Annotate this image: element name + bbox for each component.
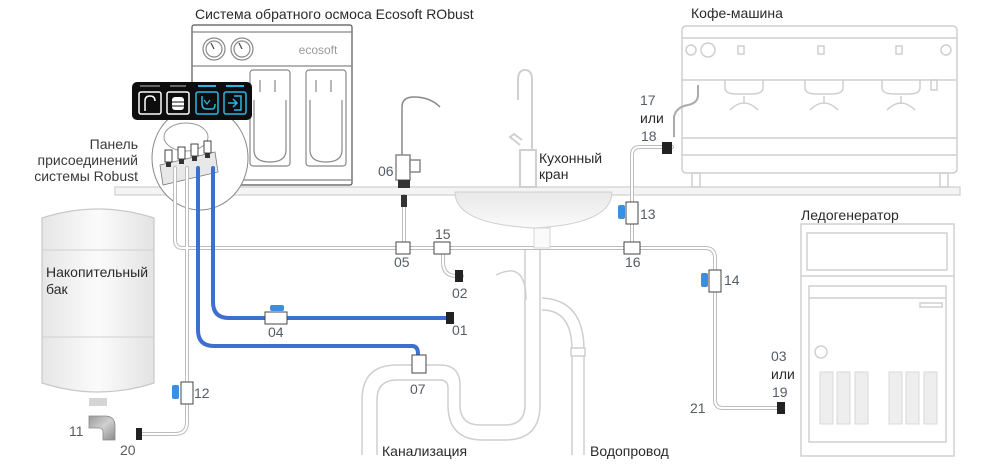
connector-17-18	[662, 142, 672, 154]
port-inlet	[223, 91, 247, 115]
part-number-14: 14	[724, 272, 740, 288]
part-number-11: 11	[69, 423, 84, 439]
part-number-01: 01	[452, 322, 468, 338]
ball-valve-13[interactable]	[618, 201, 639, 225]
part-number-12: 12	[194, 385, 210, 401]
tee-16	[623, 241, 641, 255]
part-number-03: 03	[771, 348, 787, 364]
port-pure-water	[138, 91, 162, 115]
connector-01	[446, 312, 454, 324]
water-supply-pipe	[541, 297, 586, 455]
port-tank	[166, 91, 190, 115]
coffee-inlet-hose	[673, 85, 699, 137]
blue-tubing[interactable]	[196, 166, 450, 356]
part-number-15: 15	[435, 226, 451, 242]
coffee-machine	[681, 25, 958, 188]
storage-tank	[41, 208, 155, 406]
part-number-19: 19	[772, 384, 788, 400]
ice-maker-label: Ледогенератор	[801, 207, 899, 223]
kitchen-faucet-label-1: Кухонный	[539, 150, 603, 166]
ball-valve-14[interactable]	[701, 269, 722, 293]
drain-clamp-07	[411, 354, 427, 374]
tee-15	[433, 241, 451, 255]
storage-tank-label-1: Накопительный	[46, 264, 149, 280]
kitchen-faucet-label-2: кран	[539, 166, 569, 182]
connection-panel	[132, 82, 252, 120]
ro-system-title: Система обратного осмоса Ecosoft RObust	[195, 6, 474, 22]
part-number-06: 06	[378, 163, 394, 179]
coffee-machine-label: Кофе-машина	[691, 5, 783, 21]
part-number-04: 04	[268, 324, 284, 340]
storage-tank-label-2: бак	[46, 281, 68, 297]
connection-panel-label-2: присоединений	[37, 152, 139, 168]
part-number-21: 21	[690, 400, 706, 416]
ro-faucet	[395, 96, 441, 207]
kitchen-sink	[454, 191, 613, 249]
ball-valve-04[interactable]	[264, 305, 288, 325]
sewer-label: Канализация	[382, 443, 468, 459]
connector-02	[455, 270, 463, 282]
connection-panel-label-3: системы Robust	[34, 168, 138, 184]
connector-03-19	[777, 402, 785, 414]
part-number-02: 02	[452, 285, 468, 301]
part-number-07: 07	[410, 381, 426, 397]
part-number-18: 18	[641, 128, 657, 144]
ball-valve-12[interactable]	[172, 381, 194, 405]
tee-05	[395, 241, 411, 255]
part-number-05: 05	[394, 254, 410, 270]
connection-panel-label-1: Панель	[89, 136, 138, 152]
ecosoft-brand: ecosoft	[299, 43, 338, 57]
sewer-pipe	[361, 250, 541, 455]
part-number-20: 20	[120, 442, 136, 458]
part-number-16: 16	[625, 254, 641, 270]
kitchen-faucet	[508, 68, 537, 188]
part-number-or-ice: или	[771, 366, 795, 382]
port-drain	[195, 91, 219, 115]
elbow-fitting-11	[88, 415, 116, 441]
part-number-or-coffee: или	[640, 110, 664, 126]
fittings	[136, 142, 785, 440]
water-supply-label: Водопровод	[590, 443, 669, 459]
connector-20	[136, 428, 142, 440]
ice-maker	[800, 223, 955, 457]
part-number-13: 13	[640, 206, 656, 222]
part-number-17: 17	[640, 92, 656, 108]
